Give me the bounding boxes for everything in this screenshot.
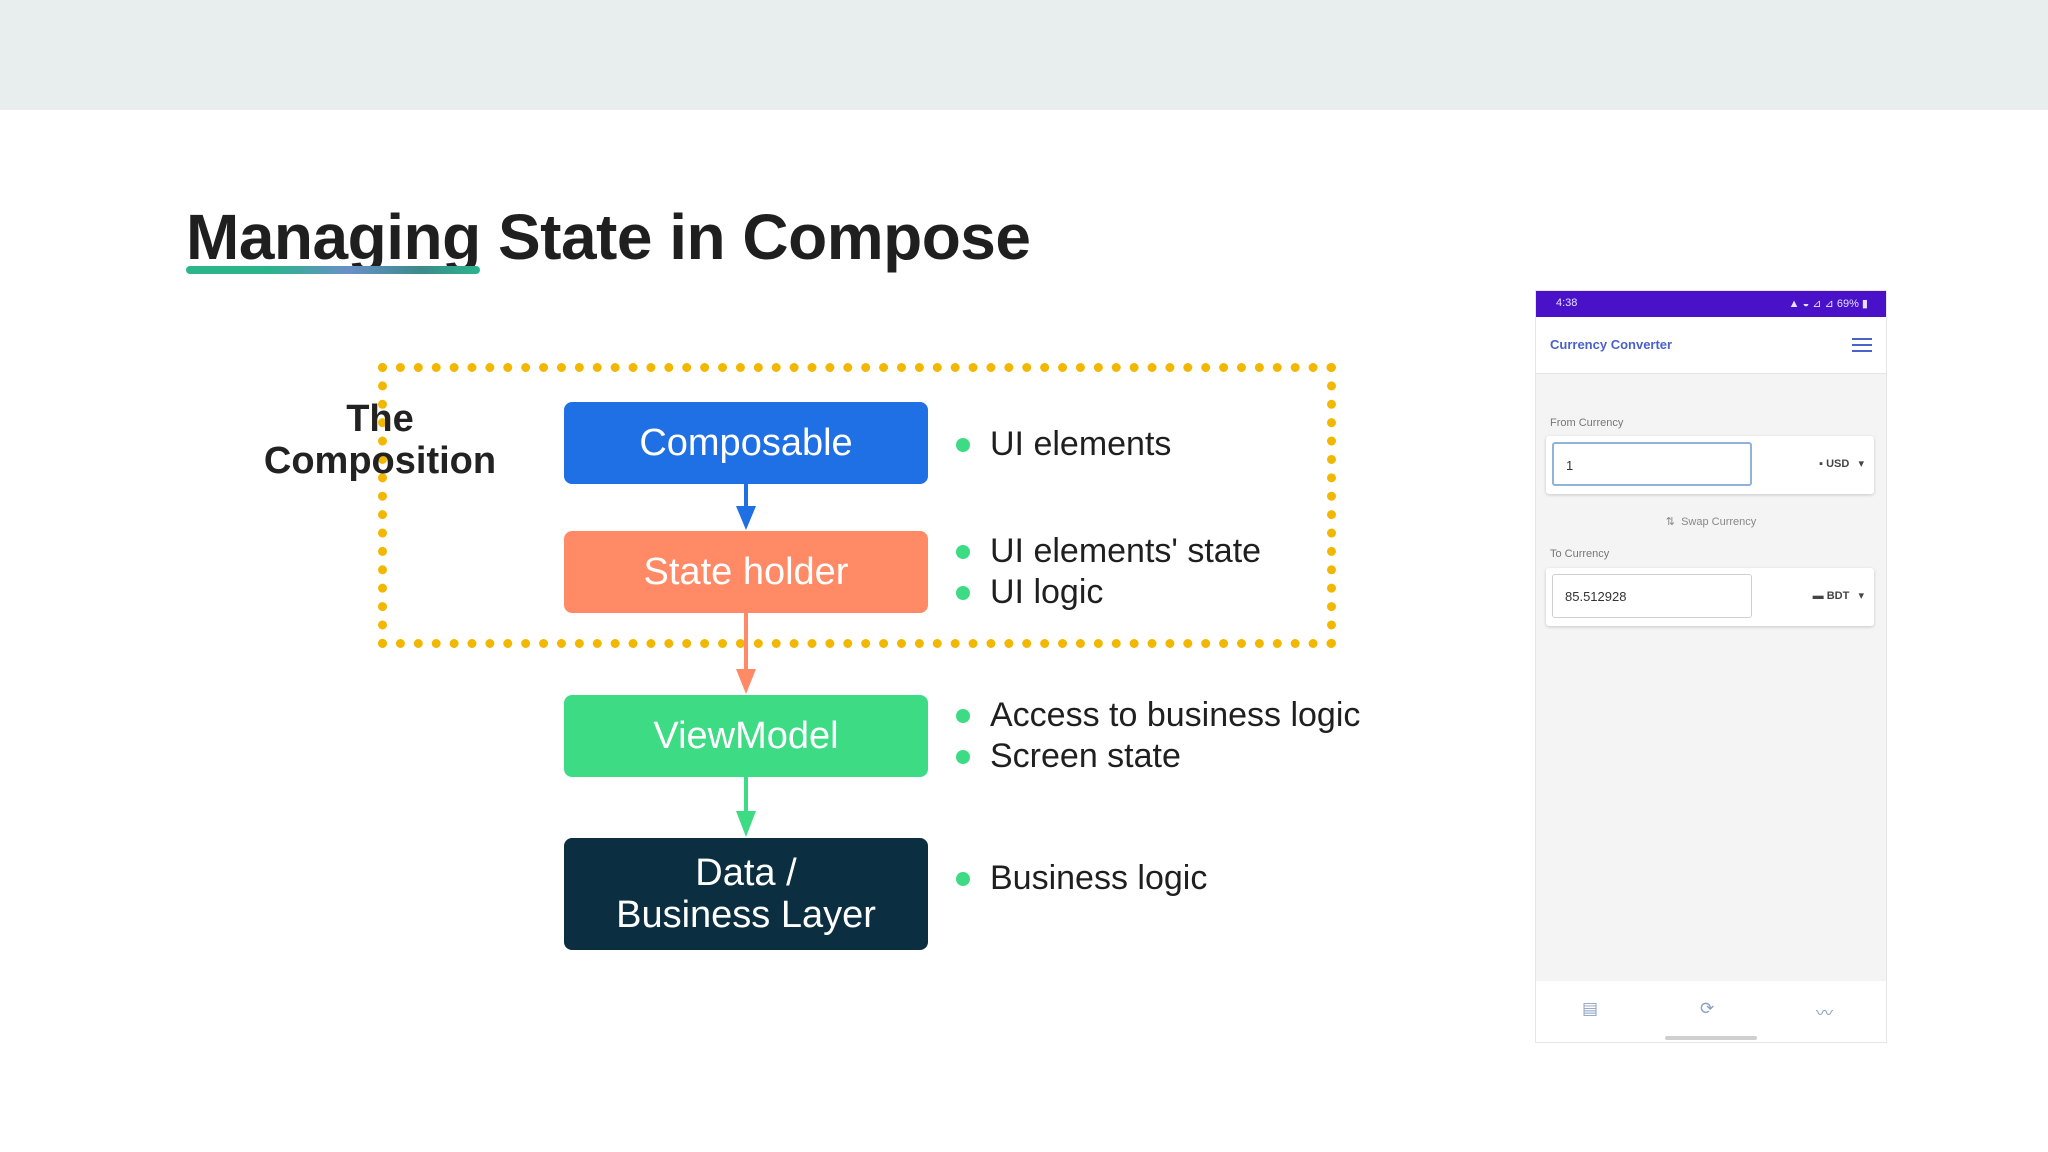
bullet-item: Access to business logic <box>956 695 1360 736</box>
chart-icon[interactable]: 〰 <box>1816 999 1833 1024</box>
status-bar: 4:38 ▲ ◒ ⊿ ⊿ 69% ▮ <box>1536 291 1886 317</box>
composable-bullets: UI elements <box>956 424 1171 465</box>
title-underline <box>186 266 480 274</box>
data-layer-label: Data / Business Layer <box>616 852 876 936</box>
to-amount-field[interactable]: 85.512928 <box>1552 574 1752 618</box>
arrow-composable-to-state <box>736 484 756 531</box>
composable-label: Composable <box>639 422 852 464</box>
arrow-state-to-viewmodel <box>736 613 756 695</box>
swap-icon: ⇅ <box>1666 516 1681 528</box>
bullet-dot <box>956 545 970 559</box>
top-bar <box>0 0 2048 110</box>
status-icons: ▲ ◒ ⊿ ⊿ 69% ▮ <box>1789 297 1868 310</box>
composition-label: The Composition <box>250 398 510 482</box>
state-holder-label: State holder <box>644 551 849 593</box>
bullet-dot <box>956 750 970 764</box>
state-holder-bullets: UI elements' state UI logic <box>956 531 1261 613</box>
from-currency-card: 1 ▪ USD ▾ <box>1546 436 1874 494</box>
bullet-item: Business logic <box>956 858 1207 899</box>
to-currency-select[interactable]: ▬ BDT ▾ <box>1813 589 1864 602</box>
data-layer-node: Data / Business Layer <box>564 838 928 950</box>
composable-node: Composable <box>564 402 928 484</box>
from-currency-select[interactable]: ▪ USD ▾ <box>1819 457 1864 470</box>
bullet-dot <box>956 709 970 723</box>
to-currency-label: To Currency <box>1550 548 1609 560</box>
dropdown-icon: ▾ <box>1849 590 1864 602</box>
refresh-icon[interactable]: ⟳ <box>1700 999 1714 1019</box>
bullet-dot <box>956 438 970 452</box>
data-layer-bullets: Business logic <box>956 858 1207 899</box>
viewmodel-node: ViewModel <box>564 695 928 777</box>
app-title: Currency Converter <box>1550 337 1672 352</box>
convert-icon[interactable]: ▤ <box>1582 999 1598 1019</box>
bullet-item: UI logic <box>956 572 1261 613</box>
swap-currency-button[interactable]: ⇅ Swap Currency <box>1536 515 1886 528</box>
state-holder-node: State holder <box>564 531 928 613</box>
flag-icon: ▬ <box>1813 590 1827 602</box>
arrow-viewmodel-to-data <box>736 777 756 838</box>
viewmodel-label: ViewModel <box>653 715 838 757</box>
bullet-item: Screen state <box>956 736 1360 777</box>
bullet-item: UI elements' state <box>956 531 1261 572</box>
menu-icon[interactable] <box>1852 338 1872 356</box>
bottom-navigation: ▤ ⟳ 〰 <box>1536 981 1886 1042</box>
from-currency-label: From Currency <box>1550 417 1623 429</box>
viewmodel-bullets: Access to business logic Screen state <box>956 695 1360 777</box>
slide-title: Managing State in Compose <box>186 200 1030 274</box>
to-currency-card: 85.512928 ▬ BDT ▾ <box>1546 568 1874 626</box>
home-indicator <box>1665 1036 1757 1040</box>
bullet-dot <box>956 872 970 886</box>
bullet-dot <box>956 586 970 600</box>
app-bar: Currency Converter <box>1536 317 1886 374</box>
phone-screenshot: 4:38 ▲ ◒ ⊿ ⊿ 69% ▮ Currency Converter Fr… <box>1536 291 1886 1042</box>
status-time: 4:38 <box>1556 297 1577 309</box>
from-amount-input[interactable]: 1 <box>1552 442 1752 486</box>
dropdown-icon: ▾ <box>1849 458 1864 470</box>
bullet-item: UI elements <box>956 424 1171 465</box>
